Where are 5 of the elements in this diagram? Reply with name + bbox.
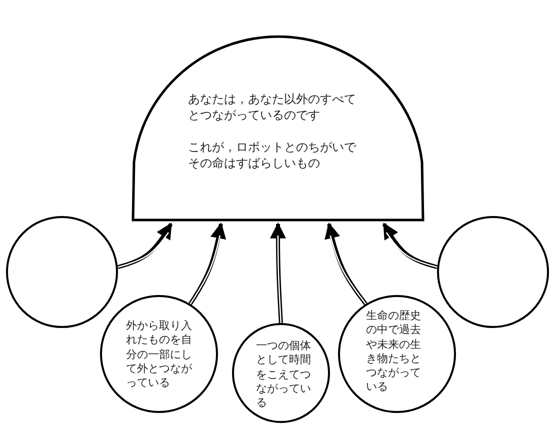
handwritten-note: これが，ロボットとのちがいでその命はすばらしいもの [188, 139, 358, 172]
handwritten-note: あなたは，あなた以外のすべてとつながっているのです [188, 91, 357, 124]
handwritten-note: 外から取り入れたものを自分の一部にして外とつながっている [126, 319, 193, 390]
handwritten-note: 一つの個体として時間をこえてつながっている [256, 339, 312, 410]
handwritten-note: 生命の歴史の中で過去や未来の生き物たちとつながっている [366, 309, 422, 395]
